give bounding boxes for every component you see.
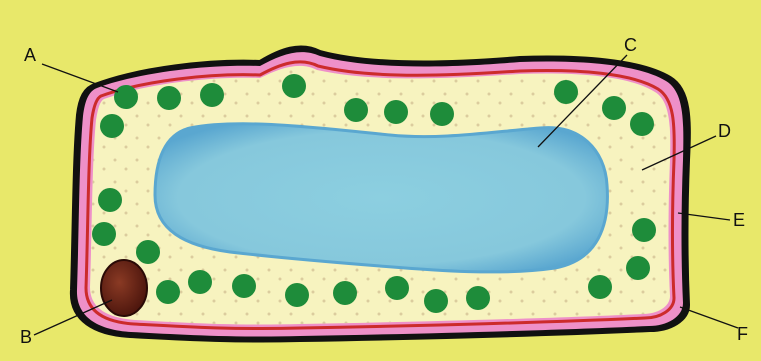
chloroplast <box>430 102 454 126</box>
chloroplast <box>344 98 368 122</box>
chloroplast <box>554 80 578 104</box>
chloroplast <box>100 114 124 138</box>
label-d: D <box>718 121 731 141</box>
chloroplast <box>156 280 180 304</box>
chloroplast <box>466 286 490 310</box>
chloroplast <box>136 240 160 264</box>
chloroplast <box>333 281 357 305</box>
label-c: C <box>624 35 637 55</box>
chloroplast <box>98 188 122 212</box>
chloroplast <box>157 86 181 110</box>
nucleus <box>101 260 147 316</box>
chloroplast <box>424 289 448 313</box>
chloroplast <box>200 83 224 107</box>
chloroplast <box>588 275 612 299</box>
chloroplast <box>626 256 650 280</box>
label-e: E <box>733 210 745 230</box>
chloroplast <box>285 283 309 307</box>
chloroplast <box>385 276 409 300</box>
leader-line-a <box>42 64 118 92</box>
chloroplast <box>632 218 656 242</box>
chloroplast <box>232 274 256 298</box>
chloroplast <box>630 112 654 136</box>
label-a: A <box>24 45 36 65</box>
chloroplast <box>188 270 212 294</box>
chloroplast <box>602 96 626 120</box>
chloroplast <box>92 222 116 246</box>
chloroplast <box>384 100 408 124</box>
leader-line-f <box>680 307 738 328</box>
chloroplast <box>114 85 138 109</box>
chloroplast <box>282 74 306 98</box>
label-f: F <box>737 324 748 344</box>
label-b: B <box>20 327 32 347</box>
